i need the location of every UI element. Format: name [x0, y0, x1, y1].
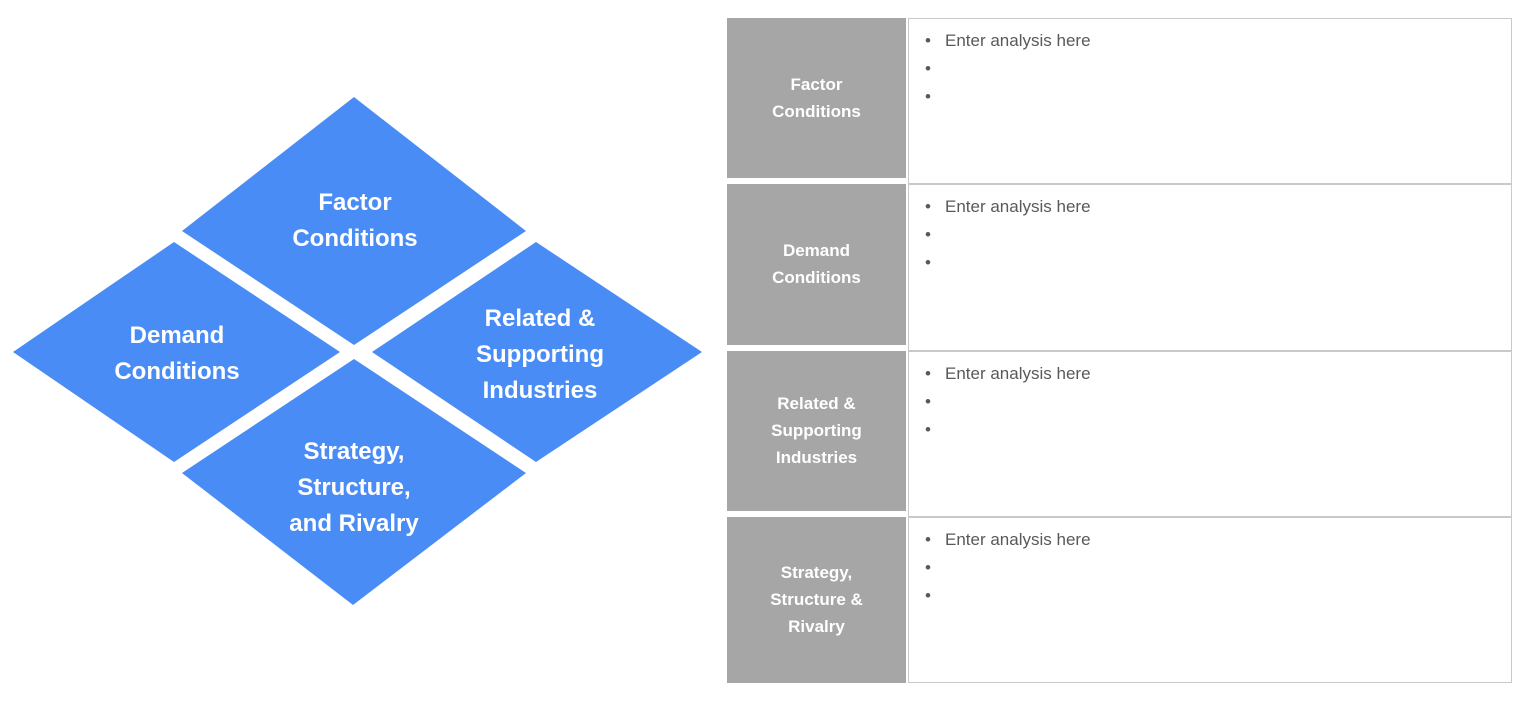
strategy-structure-diamond-shape[interactable]	[182, 359, 526, 605]
empty-bullet[interactable]	[923, 83, 1501, 111]
bullet-list: Enter analysis here	[923, 360, 1501, 444]
empty-bullet[interactable]	[923, 388, 1501, 416]
factor-conditions-diamond-shape[interactable]	[182, 97, 526, 345]
analysis-placeholder-text[interactable]: Enter analysis here	[923, 193, 1501, 221]
analysis-cell-related-supporting[interactable]: Enter analysis here	[908, 350, 1512, 517]
row-header-demand-conditions[interactable]: Demand Conditions	[727, 184, 906, 345]
demand-conditions-diamond-shape[interactable]	[13, 242, 340, 462]
empty-bullet[interactable]	[923, 221, 1501, 249]
empty-bullet[interactable]	[923, 416, 1501, 444]
analysis-placeholder-text[interactable]: Enter analysis here	[923, 27, 1501, 55]
table-row-demand-conditions: Demand Conditions Enter analysis here	[727, 184, 1512, 351]
empty-bullet[interactable]	[923, 554, 1501, 582]
porter-diamond-diagram: Factor Conditions Demand Conditions Rela…	[0, 0, 730, 701]
analysis-cell-demand-conditions[interactable]: Enter analysis here	[908, 184, 1512, 351]
empty-bullet[interactable]	[923, 249, 1501, 277]
analysis-placeholder-text[interactable]: Enter analysis here	[923, 360, 1501, 388]
analysis-cell-factor-conditions[interactable]: Enter analysis here	[908, 18, 1512, 185]
diamond-shapes-svg	[13, 97, 702, 605]
row-header-factor-conditions[interactable]: Factor Conditions	[727, 18, 906, 179]
empty-bullet[interactable]	[923, 582, 1501, 610]
table-row-strategy-structure: Strategy, Structure & Rivalry Enter anal…	[727, 516, 1512, 683]
bullet-list: Enter analysis here	[923, 27, 1501, 111]
related-supporting-diamond-shape[interactable]	[372, 242, 702, 462]
bullet-list: Enter analysis here	[923, 193, 1501, 277]
analysis-table: Factor Conditions Enter analysis here De…	[727, 18, 1512, 683]
analysis-cell-strategy-structure[interactable]: Enter analysis here	[908, 516, 1512, 683]
analysis-placeholder-text[interactable]: Enter analysis here	[923, 526, 1501, 554]
bullet-list: Enter analysis here	[923, 526, 1501, 610]
table-row-related-supporting: Related & Supporting Industries Enter an…	[727, 350, 1512, 517]
row-header-strategy-structure[interactable]: Strategy, Structure & Rivalry	[727, 516, 906, 683]
table-row-factor-conditions: Factor Conditions Enter analysis here	[727, 18, 1512, 185]
empty-bullet[interactable]	[923, 55, 1501, 83]
row-header-related-supporting[interactable]: Related & Supporting Industries	[727, 350, 906, 511]
